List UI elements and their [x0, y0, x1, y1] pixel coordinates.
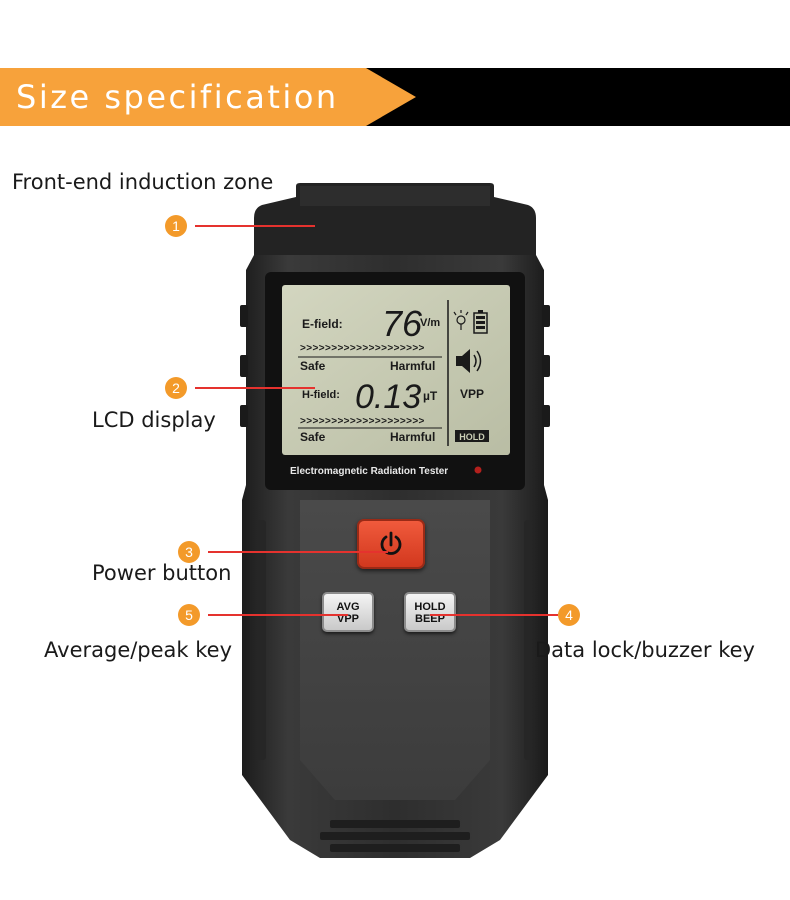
battery-icon: [473, 310, 488, 334]
power-button[interactable]: [357, 519, 425, 569]
key-panel: [300, 500, 490, 800]
h-safe-label: Safe: [300, 430, 326, 444]
e-field-unit: V/m: [420, 317, 440, 329]
badge-4: 4: [558, 604, 580, 626]
power-icon: [380, 531, 402, 555]
e-harmful-label: Harmful: [390, 359, 435, 373]
badge-3: 3: [178, 541, 200, 563]
h-scale-arrows: >>>>>>>>>>>>>>>>>>>>: [300, 416, 425, 427]
side-grips: [240, 305, 550, 760]
label-induction-zone: Front-end induction zone: [12, 170, 274, 194]
hold-beep-key[interactable]: HOLD BEEP: [404, 592, 456, 632]
vpp-key-label: VPP: [336, 613, 359, 625]
bottom-vents: [320, 820, 470, 852]
label-data-lock-buzzer-key: Data lock/buzzer key: [535, 638, 755, 662]
h-harmful-label: Harmful: [390, 430, 435, 444]
leader-2: [195, 387, 315, 389]
leader-1: [195, 225, 315, 227]
leader-3: [208, 551, 388, 553]
leader-5: [208, 614, 348, 616]
backlight-icon: [453, 310, 469, 330]
hold-badge: HOLD: [459, 432, 485, 442]
h-field-label: H-field:: [302, 389, 340, 401]
h-field-value: 0.13: [355, 378, 421, 416]
lcd-content: E-field: 76 V/m >>>>>>>>>>>>>>>>>>>> Saf…: [298, 300, 489, 446]
banner-orange-arrow: [0, 68, 416, 126]
badge-2: 2: [165, 377, 187, 399]
e-scale-arrows: >>>>>>>>>>>>>>>>>>>>: [300, 343, 425, 354]
avg-vpp-key[interactable]: AVG VPP: [322, 592, 374, 632]
label-power-button: Power button: [92, 561, 232, 585]
label-average-peak-key: Average/peak key: [44, 638, 233, 662]
e-safe-label: Safe: [300, 359, 326, 373]
h-field-unit: µT: [423, 389, 438, 403]
hold-badge-bg: [455, 430, 489, 442]
e-field-label: E-field:: [302, 317, 343, 331]
beep-key-label: BEEP: [415, 613, 445, 625]
hold-key-label: HOLD: [414, 601, 446, 613]
indicator-led: [474, 466, 482, 474]
leader-4: [430, 614, 558, 616]
induction-zone: [254, 183, 536, 262]
lcd-screen: [282, 285, 510, 455]
label-lcd-display: LCD display: [92, 408, 216, 432]
model-text: Electromagnetic Radiation Tester: [290, 466, 448, 477]
badge-1: 1: [165, 215, 187, 237]
banner-title: Size specification: [16, 78, 339, 116]
speaker-icon: [456, 349, 482, 373]
badge-5: 5: [178, 604, 200, 626]
e-field-value: 76: [382, 303, 423, 344]
avg-key-label: AVG: [336, 601, 360, 613]
mode-label: VPP: [460, 387, 484, 401]
